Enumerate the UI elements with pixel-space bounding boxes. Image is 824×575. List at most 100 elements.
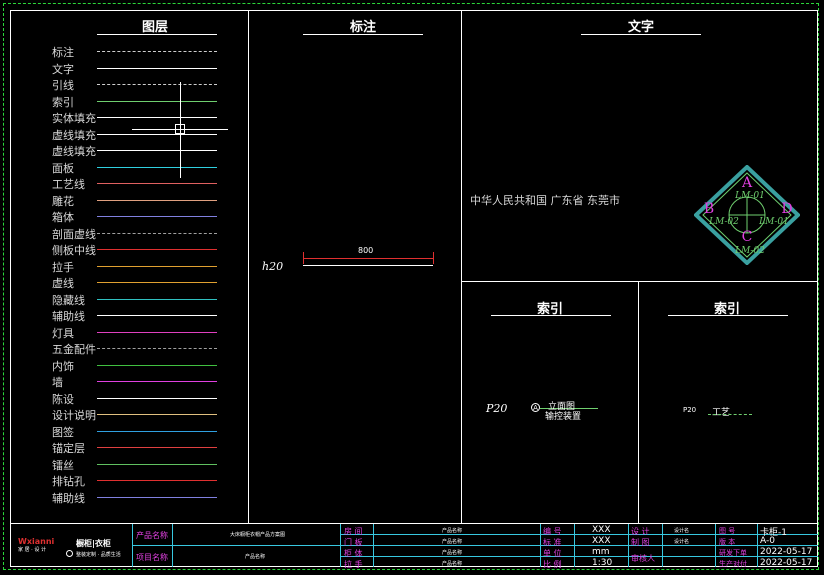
layer-name: 引线 <box>52 79 74 92</box>
layer-name: 雕花 <box>52 194 74 208</box>
layer-name: 排钻孔 <box>52 475 85 488</box>
tb-col-label: 房 间 <box>344 527 363 536</box>
layer-name: 锚定层 <box>52 442 85 455</box>
layer-row: 箱体 <box>52 209 222 225</box>
layer-row: 内饰 <box>52 358 222 374</box>
symbol-bottom-code: LM-02 <box>734 246 765 256</box>
index-left-line2: 输控装置 <box>545 412 582 422</box>
symbol-left-letter: B <box>704 201 714 217</box>
project-name-label: 项目名称 <box>136 553 168 562</box>
title-block <box>10 523 818 567</box>
layer-linetype-sample <box>97 282 217 283</box>
divider-text-index <box>461 281 818 282</box>
tb-col-value: 产品名称 <box>442 528 463 534</box>
layer-linetype-sample <box>97 166 217 168</box>
tb-mid-label: 编 号 <box>543 527 562 536</box>
layer-name: 隐藏线 <box>52 293 85 307</box>
layer-name: 工艺线 <box>52 178 85 191</box>
tb-col-label: 门 板 <box>344 538 363 547</box>
layer-row: 虚线 <box>52 275 222 291</box>
layer-row: 镭丝 <box>52 457 222 473</box>
layer-name: 设计说明 <box>52 409 96 422</box>
layer-name: 虚线填充 <box>52 128 96 142</box>
slogan: 整装定制 · 品质生活 <box>76 552 121 558</box>
layer-name: 拉手 <box>52 260 74 274</box>
layer-row: 排钻孔 <box>52 473 222 489</box>
divider-index <box>638 281 639 523</box>
layer-row: 陈设 <box>52 391 222 407</box>
layer-linetype-sample <box>97 100 217 102</box>
index-left-marker: A <box>531 403 540 412</box>
layer-linetype-sample <box>97 414 217 415</box>
tb-right-label: 版 本 <box>719 538 736 546</box>
layer-linetype-sample <box>97 117 217 118</box>
index-title-left: 索引 <box>536 302 563 317</box>
layer-row: 隐藏线 <box>52 292 222 308</box>
layer-name: 陈设 <box>52 392 74 406</box>
logo-brand: Wxianni <box>18 537 55 546</box>
layer-name: 虚线填充 <box>52 145 96 158</box>
layer-linetype-sample <box>97 265 217 267</box>
text-title-underline <box>581 34 701 35</box>
tb-col-value: 产品名称 <box>442 561 463 567</box>
layer-linetype-sample <box>97 67 217 69</box>
tb-col-label: 柜 体 <box>344 549 363 558</box>
tb-mid-label: 标 准 <box>543 538 562 547</box>
tb-right-label: 研发下单 <box>719 549 747 557</box>
layer-row: 文字 <box>52 61 222 77</box>
logo-sub: 家 居 · 设 计 <box>18 547 46 553</box>
tb-col-value: 产品名称 <box>442 550 463 556</box>
elevation-index-symbol: A LM-01 B LM-02 D LM-01 C LM-02 <box>694 165 800 265</box>
layer-linetype-sample <box>97 496 217 498</box>
dimension-object-line <box>303 265 433 266</box>
product-name-value: 大床橱柜衣帽产品方案图 <box>230 532 286 538</box>
layer-row: 设计说明 <box>52 407 222 423</box>
symbol-outer-diamond <box>694 165 800 265</box>
annotation-title-underline <box>303 34 423 35</box>
symbol-top-letter: A <box>741 175 753 191</box>
address-text: 中华人民共和国 广东省 东莞市 <box>470 194 620 207</box>
dimension-tick-left <box>303 252 304 264</box>
tb-right-value: 2022-05-17 <box>760 547 813 557</box>
layer-row: 索引 <box>52 94 222 110</box>
layer-name: 索引 <box>52 95 74 109</box>
layer-name: 辅助线 <box>52 310 85 323</box>
symbol-right-letter: D <box>781 201 792 217</box>
layer-linetype-sample <box>97 216 217 217</box>
tb-right-label: 生产对付 <box>719 560 747 568</box>
layer-name: 箱体 <box>52 211 74 224</box>
drawing-border <box>10 10 818 567</box>
layer-name: 虚线 <box>52 277 74 290</box>
tb-role-value: 设计名 <box>674 528 690 534</box>
tb-mid-label: 单 位 <box>543 549 562 558</box>
tb-mid-value: 1:30 <box>592 558 613 568</box>
index-left-leader <box>540 408 598 409</box>
layer-linetype-sample <box>97 315 217 316</box>
layer-linetype-sample <box>97 84 217 85</box>
layer-name: 镭丝 <box>52 458 74 472</box>
layer-name: 图签 <box>52 425 74 439</box>
layer-name: 实体填充 <box>52 112 96 125</box>
index-left-line1: 立面图 <box>548 402 576 412</box>
tb-right-value: 卡柜-1 <box>760 528 787 538</box>
layer-row: 辅助线 <box>52 490 222 506</box>
tb-mid-value: mm <box>592 547 610 557</box>
layer-row: 雕花 <box>52 193 222 209</box>
layer-name: 内饰 <box>52 359 74 373</box>
symbol-right-code: LM-01 <box>758 217 789 227</box>
text-title: 文字 <box>627 20 654 35</box>
layer-name: 标注 <box>52 46 74 59</box>
layer-row: 灯具 <box>52 325 222 341</box>
project-name-value: 产品名称 <box>245 554 266 560</box>
index-left-label: P20 <box>486 402 508 415</box>
layer-name: 文字 <box>52 62 74 76</box>
layer-row: 剖面虚线 <box>52 226 222 242</box>
layer-row: 拉手 <box>52 259 222 275</box>
dimension-value: 800 <box>358 246 374 255</box>
layer-linetype-sample <box>97 397 217 399</box>
index-right-leader <box>708 414 752 415</box>
layer-linetype-sample <box>97 480 217 481</box>
dimension-line <box>303 258 433 259</box>
index-right-label: P20 <box>683 406 697 414</box>
index-left-underline <box>491 315 611 316</box>
